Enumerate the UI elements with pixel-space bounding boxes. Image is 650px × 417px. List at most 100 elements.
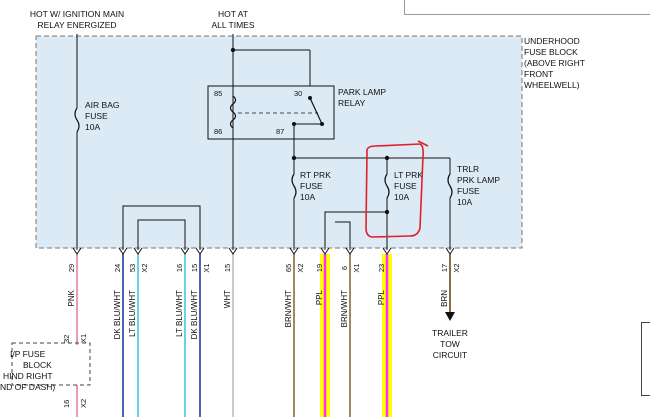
trailer-label-2: TOW	[440, 339, 460, 349]
relay-name-1: PARK LAMP	[338, 87, 386, 97]
connector-pin-label: 17	[440, 264, 449, 272]
connector-pin-label: 16	[175, 264, 184, 272]
internal-jumper-brn	[335, 221, 351, 250]
rt-prk-fuse-label-1: RT PRK	[300, 170, 331, 180]
hot-ignition-label-2: RELAY ENERGIZED	[37, 20, 116, 30]
connector-pin-label: 15	[223, 264, 232, 272]
park-lamp-relay-box	[207, 85, 335, 140]
ip-fuse-block-label-2: BLOCK	[23, 360, 52, 370]
hot-all-times-label-2: ALL TIMES	[212, 20, 255, 30]
trailer-label-3: CIRCUIT	[433, 350, 467, 360]
relay-pin-87: 87	[276, 127, 284, 136]
connector-chevron	[195, 247, 205, 255]
airbag-fuse-label-3: 10A	[85, 122, 100, 132]
airbag-fuse-label-2: FUSE	[85, 111, 108, 121]
airbag-fuse-label-1: AIR BAG	[85, 100, 119, 110]
rt-prk-fuse-label-2: FUSE	[300, 181, 323, 191]
trailer-label-1: TRAILER	[432, 328, 468, 338]
relay-pin-30: 30	[294, 89, 302, 98]
fuse-block-title-1: UNDERHOOD	[524, 36, 580, 46]
connector-id-label: X2	[140, 263, 149, 272]
connector-id-label: X1	[202, 263, 211, 272]
wire-color-label: BRN/WHT	[340, 290, 349, 327]
overlay-popup-edge	[404, 0, 650, 15]
wire-color-label: DK BLU/WHT	[190, 290, 199, 339]
connector-chevron	[345, 247, 355, 255]
splice-dot	[291, 155, 297, 161]
wire-color-label: WHT	[223, 290, 232, 308]
connector-pin-label: 65	[284, 264, 293, 272]
red-markup-highlight	[365, 143, 424, 238]
connector-pin-label: 6	[340, 266, 349, 270]
wire-color-label: PPL	[377, 289, 386, 305]
wire-color-label: PNK	[67, 289, 76, 306]
wire-color-label: LT BLU/WHT	[175, 290, 184, 337]
wire-color-label: LT BLU/WHT	[128, 290, 137, 337]
ip-conn-bottom: X2	[79, 399, 88, 408]
underhood-fuse-block	[35, 35, 523, 249]
connector-id-label: X1	[352, 263, 361, 272]
hot-all-times-label-1: HOT AT	[218, 9, 248, 19]
rt-prk-fuse-label-3: 10A	[300, 192, 315, 202]
connector-chevron	[118, 247, 128, 255]
adjacent-component-edge	[641, 322, 650, 396]
ip-fuse-block	[11, 342, 91, 386]
connector-chevron	[228, 247, 238, 255]
fuse-block-title-2: FUSE BLOCK	[524, 47, 578, 57]
trlr-fuse-label-4: 10A	[457, 197, 472, 207]
trlr-fuse-symbol	[447, 173, 453, 199]
lt-prk-fuse-label-2: FUSE	[394, 181, 417, 191]
ip-pin-bottom: 16	[62, 400, 71, 408]
ip-fuse-block-label-3: HIND RIGHT	[3, 371, 53, 381]
connector-chevron	[445, 247, 455, 255]
wire-color-label: DK BLU/WHT	[113, 290, 122, 339]
connector-chevron	[133, 247, 143, 255]
connector-pin-label: 29	[67, 264, 76, 272]
splice-dot	[230, 47, 236, 53]
relay-name-2: RELAY	[338, 98, 366, 108]
relay-switch-contact	[309, 97, 323, 125]
rt-prk-fuse-symbol	[291, 173, 297, 199]
ip-fuse-block-label-4: ND OF DASH)	[0, 382, 55, 392]
ip-fuse-block-label-1: I/P FUSE	[10, 349, 46, 359]
fuse-block-title-4: FRONT	[524, 69, 553, 79]
internal-jumper-outer	[122, 205, 201, 250]
connector-chevron	[382, 247, 392, 255]
trlr-fuse-label-2: PRK LAMP	[457, 175, 500, 185]
connector-chevron	[289, 247, 299, 255]
connector-chevron	[180, 247, 190, 255]
connector-chevron	[72, 247, 82, 255]
lt-prk-fuse-symbol	[384, 173, 390, 199]
connector-pin-label: 23	[377, 264, 386, 272]
relay-pin-85: 85	[214, 89, 222, 98]
ip-conn-top: X1	[79, 334, 88, 343]
wire-color-label: BRN/WHT	[284, 290, 293, 327]
relay-contact-dot	[308, 96, 312, 100]
trlr-fuse-label-1: TRLR	[457, 164, 479, 174]
connector-id-label: X2	[296, 263, 305, 272]
trailer-arrow	[445, 312, 455, 321]
fuse-block-title-3: (ABOVE RIGHT	[524, 58, 585, 68]
connector-chevron	[320, 247, 330, 255]
hot-ignition-label-1: HOT W/ IGNITION MAIN	[30, 9, 124, 19]
relay-coil-symbol	[229, 95, 237, 129]
lt-prk-fuse-label-3: 10A	[394, 192, 409, 202]
trlr-fuse-label-3: FUSE	[457, 186, 480, 196]
internal-jumper-inner	[137, 219, 186, 250]
red-markup-tick	[417, 140, 429, 147]
wire-color-label: BRN	[440, 290, 449, 307]
relay-pin-86: 86	[214, 127, 222, 136]
connector-pin-label: 53	[128, 264, 137, 272]
connector-pin-label: 24	[113, 264, 122, 272]
lt-prk-fuse-label-1: LT PRK	[394, 170, 423, 180]
connector-pin-label: 15	[190, 264, 199, 272]
wire-color-label: PPL	[315, 289, 324, 305]
ip-pin-top: 32	[62, 335, 71, 343]
connector-id-label: X2	[452, 263, 461, 272]
connector-pin-label: 19	[315, 264, 324, 272]
fuse-block-title-5: WHEELWELL)	[524, 80, 580, 90]
airbag-fuse-symbol	[74, 107, 80, 133]
